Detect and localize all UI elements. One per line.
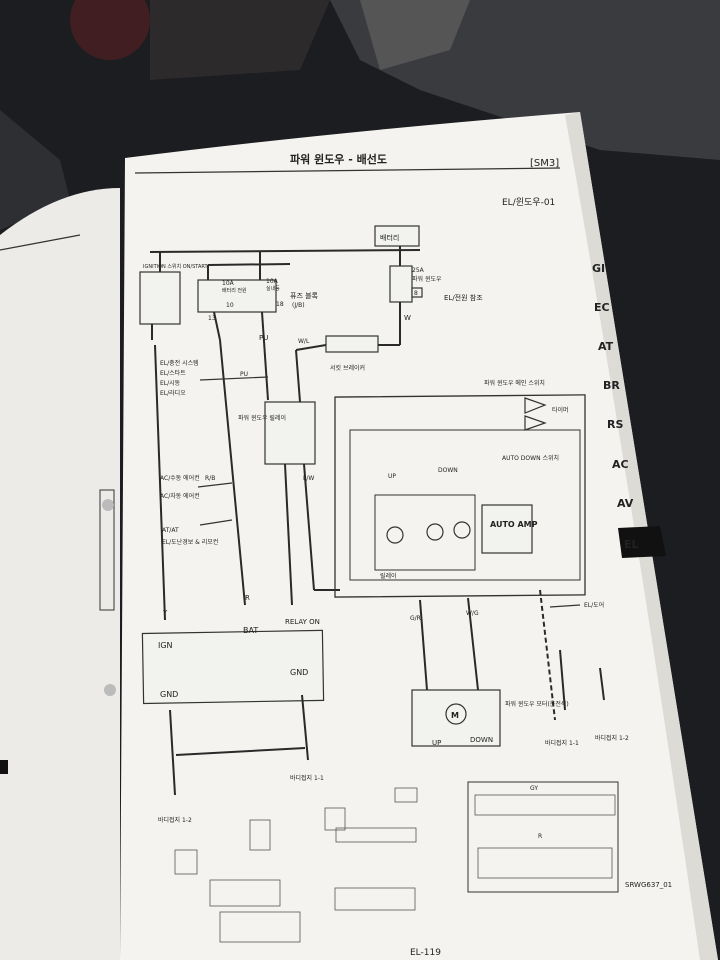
ground-1-2-left: 바디접지 1-2 — [158, 816, 192, 824]
left-page — [0, 188, 120, 960]
side-ref-3: EL/라디오 — [160, 389, 186, 397]
tab-ac: AC — [612, 458, 629, 471]
wire-gr-label: G/R — [410, 615, 421, 622]
auto-amp-label: AUTO AMP — [490, 520, 538, 529]
diagram-code: EL/윈도우-01 — [502, 197, 555, 208]
svg-text:M: M — [451, 711, 459, 720]
left-page-label-box — [99, 489, 115, 611]
binder-hole-1 — [102, 499, 114, 511]
motor-up-label: UP — [432, 739, 441, 747]
svg-text:13: 13 — [208, 315, 216, 322]
binder-hole-2 — [104, 684, 116, 696]
connector-m40 — [467, 781, 619, 893]
fuse-10a-1: 10A — [222, 280, 235, 287]
ground-1-1-left: 바디접지 1-1 — [290, 774, 324, 782]
fuse-block — [197, 279, 277, 313]
ground-1-1-right: 바디접지 1-1 — [545, 739, 579, 747]
motor-label: 파워 윈도우 모터(운전석) — [505, 700, 569, 708]
tab-ec: EC — [594, 301, 610, 314]
power-window-relay — [264, 401, 316, 465]
fuse-10a-1-desc: 배터리 전원 — [222, 287, 247, 294]
page-number: EL-119 — [410, 948, 441, 958]
ecu-gnd-left: GND — [160, 690, 178, 699]
at-ref-1: EL/도난경보 & 리모컨 — [162, 538, 218, 546]
ac-ref-1: AC/자동 에어컨 — [160, 492, 200, 500]
fuse-25a — [389, 265, 413, 303]
side-tabs: GI EC AT BR RS AC AV EL — [592, 262, 666, 558]
motor-down-label: DOWN — [470, 736, 493, 744]
tab-av: AV — [617, 497, 634, 510]
side-ref-1: EL/스타트 — [160, 369, 186, 377]
fuse-25a-desc: 파워 윈도우 — [412, 275, 442, 283]
relay-label: 파워 윈도우 릴레이 — [238, 414, 286, 422]
tab-br: BR — [603, 379, 620, 392]
fuse-box-sub: (J/B) — [292, 302, 305, 309]
fuse-10a-2-desc: 실내등 — [266, 285, 280, 292]
up-switch-label: UP — [388, 473, 396, 480]
ignition-switch-label: IGNITION 스위치 ON/START — [143, 263, 208, 270]
auto-amp-box — [481, 504, 533, 554]
at-ref-0: AT/AT — [162, 527, 179, 534]
master-switch-label: 파워 윈도우 메인 스위치 — [484, 379, 545, 387]
tab-at: AT — [598, 340, 614, 353]
el-door-label: EL/도어 — [584, 601, 604, 609]
battery-label: 배터리 — [380, 233, 399, 242]
side-ref-2: EL/시동 — [160, 380, 181, 387]
timer-label: 타이머 — [552, 406, 569, 414]
ecu-relay-on: RELAY ON — [285, 618, 320, 626]
wire-lw-label: L/W — [303, 475, 314, 482]
connector-r-label: R — [538, 833, 542, 840]
master-switch-box — [334, 394, 586, 598]
fuse-10a-1-num: 10 — [226, 302, 234, 309]
ground-1-2-right: 바디접지 1-2 — [595, 734, 629, 742]
fuse-10a-2-num: 18 — [276, 301, 284, 308]
tab-rs: RS — [607, 418, 623, 431]
el-ref: EL/전원 참조 — [444, 293, 483, 302]
wire-r-label: R — [245, 594, 250, 602]
header-code: [SM3] — [530, 158, 559, 169]
fuse-10a-2: 10A — [266, 278, 279, 285]
wiring-diagram: 배터리 25A 파워 윈도우 8 W 10A 배터리 전원 10 10A 실내등… — [139, 225, 629, 943]
ignition-switch-box — [139, 271, 181, 325]
figure-code: SRWG637_01 — [625, 881, 672, 889]
tab-el: EL — [624, 538, 639, 551]
header-title: 파워 윈도우 - 배선도 — [290, 152, 387, 166]
right-page — [120, 112, 718, 960]
fuse-25a-num: 8 — [414, 290, 418, 297]
circuit-breaker-label: 서킷 브레이커 — [330, 364, 365, 372]
wire-pu-side: PU — [240, 371, 248, 378]
relay-inner-label: 릴레이 — [380, 572, 397, 580]
fuse-25a-label: 25A — [412, 267, 425, 274]
auto-down-switch-label: AUTO DOWN 스위치 — [502, 454, 559, 462]
ecu-bat: BAT — [243, 626, 258, 635]
wire-wg-label: W/G — [466, 610, 479, 617]
fuse-box-label: 퓨즈 블록 — [290, 291, 319, 300]
ecu-ign: IGN — [158, 641, 173, 650]
ecu-gnd-right: GND — [290, 668, 308, 677]
wire-rb-label: R/B — [205, 475, 215, 482]
wire-pu-label: PU — [259, 334, 268, 342]
ac-ref-0: AC/수동 에어컨 — [160, 474, 200, 482]
circuit-breaker — [325, 335, 379, 353]
wire-w-label: W — [404, 314, 411, 322]
bcm-box — [141, 629, 325, 705]
tab-gi: GI — [592, 262, 605, 275]
connector-gy-label: GY — [530, 785, 538, 792]
wire-wl-label: W/L — [298, 338, 310, 345]
motor-box — [411, 689, 501, 747]
down-switch-label: DOWN — [438, 467, 458, 474]
wire-y-label: Y — [162, 609, 168, 617]
tab-el-active — [618, 526, 666, 558]
side-ref-0: EL/충전 시스템 — [160, 359, 199, 367]
battery-box — [374, 225, 420, 247]
